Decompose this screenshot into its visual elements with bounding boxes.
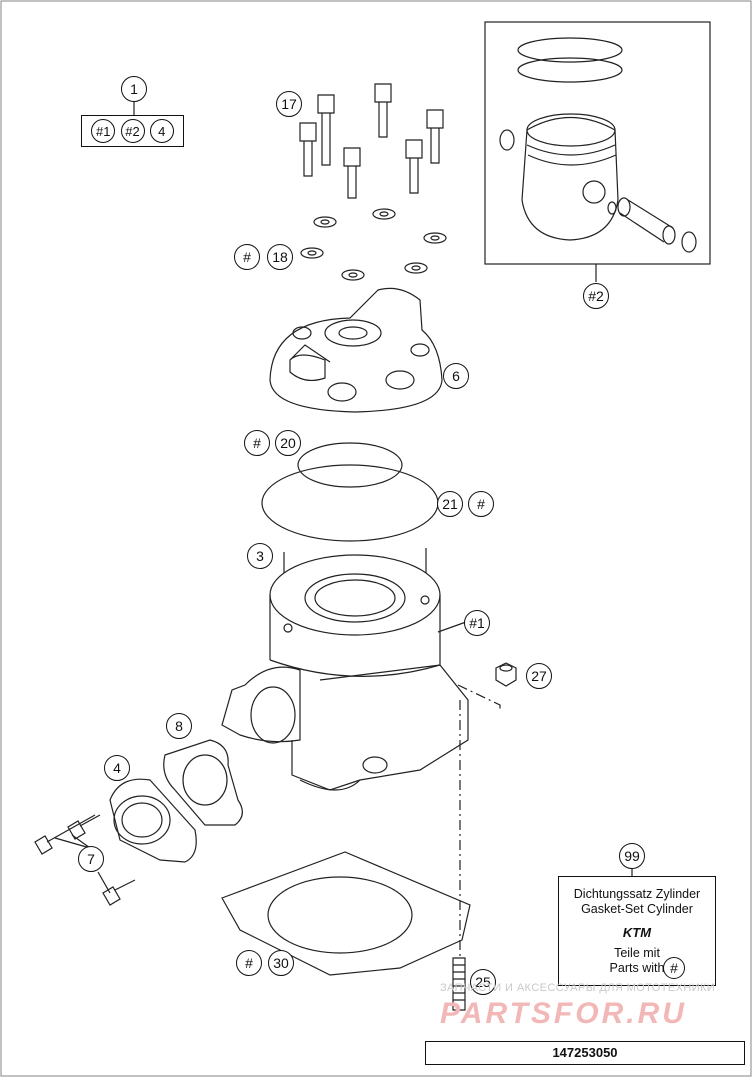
callout-21: 21 (437, 491, 463, 517)
callout-20: 20 (275, 430, 301, 456)
leader-7 (54, 834, 111, 894)
piston-rings (517, 37, 623, 83)
head-bolts (299, 83, 444, 199)
callout-18-hash: # (234, 244, 260, 270)
circlip-right (681, 231, 697, 253)
circlip-small (607, 201, 617, 215)
callout-1: 1 (121, 76, 147, 102)
callout-21-hash: # (468, 491, 494, 517)
callout-20-hash: # (244, 430, 270, 456)
callout-25: 25 (470, 969, 496, 995)
callout-cylinder: #1 (464, 610, 490, 636)
nut-27 (495, 662, 517, 687)
kit-item-3: 4 (149, 119, 174, 143)
cylinder-head (269, 287, 443, 413)
parts-with-en-text: Parts with (609, 961, 665, 975)
base-gasket-30 (221, 851, 471, 976)
watermark-subtitle: ЗАПЧАСТИ И АКСЕССУАРЫ ДЛЯ МОТОТЕХНИКИ (440, 982, 716, 994)
exhaust-gasket-hole (182, 754, 228, 806)
callout-18: 18 (267, 244, 293, 270)
base-gasket-bore (267, 876, 413, 954)
callout-piston-kit: #2 (583, 283, 609, 309)
kit-item-2: #2 (120, 119, 145, 143)
parts-with-mark: # (663, 957, 685, 979)
callout-27: 27 (526, 663, 552, 689)
kit-item-1: #1 (91, 119, 116, 143)
gasket-set-en: Gasket-Set Cylinder (581, 902, 693, 916)
flange-bolts-7 (34, 814, 136, 906)
gasket-set-box: Dichtungssatz Zylinder Gasket-Set Cylind… (558, 876, 716, 986)
callout-30-hash: # (236, 950, 262, 976)
parts-with-en: Parts with (559, 961, 715, 976)
callout-4: 4 (104, 755, 130, 781)
stud-axis-line (457, 684, 501, 960)
circlip-left (499, 129, 515, 151)
piston-kit-box (484, 21, 711, 265)
callout-6: 6 (443, 363, 469, 389)
exhaust-gasket-8 (163, 739, 243, 826)
callout-3: 3 (247, 543, 273, 569)
diagram-id: 147253050 (425, 1041, 745, 1065)
parts-with-de: Teile mit (614, 946, 660, 960)
gasket-set-de: Dichtungssatz Zylinder (573, 887, 701, 901)
callout-17: 17 (276, 91, 302, 117)
cylinder (221, 554, 469, 791)
kit-box-1: #1 #2 4 (81, 115, 184, 147)
callout-8: 8 (166, 713, 192, 739)
callout-99: 99 (619, 843, 645, 869)
piston-pin (617, 197, 676, 245)
leader-cylinder (437, 621, 467, 633)
callout-30: 30 (268, 950, 294, 976)
o-ring-20 (297, 442, 403, 488)
ktm-logo: KTM (622, 925, 652, 940)
watermark-logo: PARTSFOR.RU (440, 997, 687, 1030)
stud-25 (452, 957, 466, 1011)
washers (300, 208, 447, 281)
head-gasket-21 (261, 464, 439, 542)
piston (521, 113, 619, 241)
exhaust-flange-4 (109, 778, 197, 863)
callout-7: 7 (78, 846, 104, 872)
